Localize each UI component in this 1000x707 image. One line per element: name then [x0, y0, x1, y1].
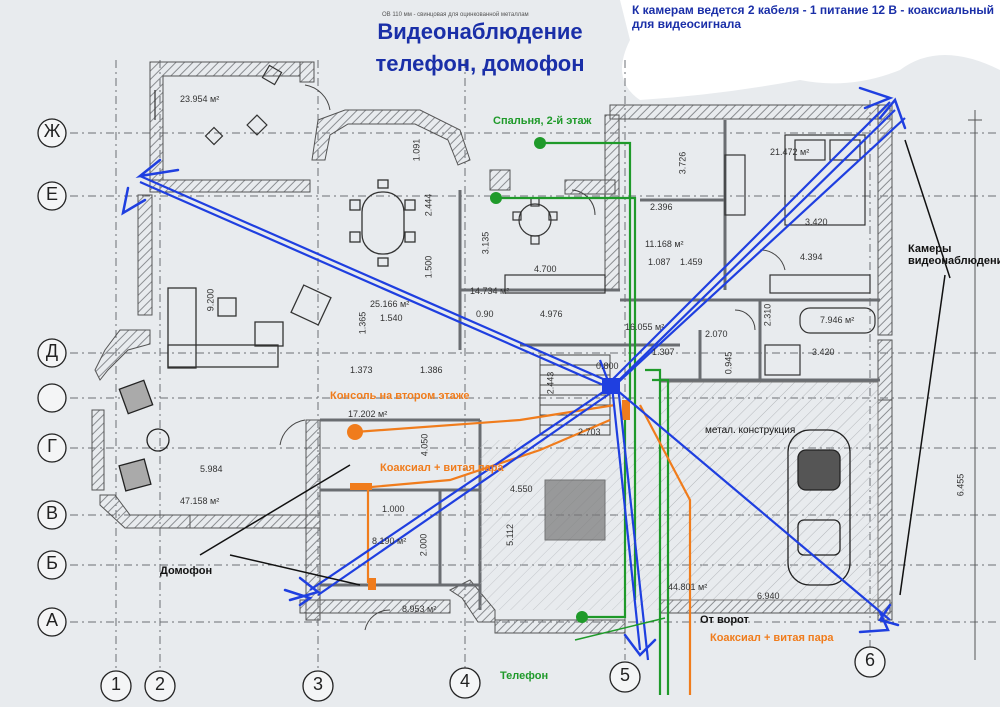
green-dots [490, 137, 588, 623]
dim-label: 1.087 [648, 257, 671, 267]
col-label-2: 2 [154, 674, 165, 694]
area-label: 16.055 м² [625, 322, 665, 332]
camera-lines [139, 101, 906, 661]
title-line-2: телефон, домофон [375, 51, 585, 76]
area-label: 44.801 м² [668, 582, 708, 592]
dim-label: 3.420 [812, 347, 835, 357]
dim-label: 2.396 [650, 202, 673, 212]
col-label-1: 1 [110, 674, 121, 694]
dim-label: 4.700 [534, 264, 557, 274]
row-label-a: А [45, 610, 58, 630]
top-room-furniture [154, 64, 283, 146]
dim-label: 2.070 [705, 329, 728, 339]
intercom-label: Домофон [160, 565, 213, 577]
console-label: Консоль на втором этаже [330, 390, 470, 402]
white-patch [620, 0, 1000, 100]
dim-label: 4.050 [419, 433, 430, 457]
dim-label: 2.443 [545, 371, 556, 395]
cameras-label: Камеры видеонаблюдения [908, 243, 1000, 268]
area-label: 21.472 м² [770, 147, 810, 157]
small-caption: ОВ 110 мм - свинцовая для оцинкованной м… [382, 12, 529, 18]
orange-marks [347, 400, 630, 590]
area-label: 7.946 м² [820, 315, 855, 325]
dim-label: 1.365 [357, 311, 368, 335]
dim-label: 3.726 [677, 151, 688, 175]
dim-label: 4.550 [510, 484, 533, 494]
metal-label: метал. конструкция [705, 425, 796, 436]
area-label: 25.166 м² [370, 299, 410, 309]
dim-label: 2.310 [762, 303, 773, 327]
garage-area [659, 381, 879, 601]
doors [279, 84, 786, 631]
dim-label: 5.112 [504, 524, 515, 546]
dim-label: 1.000 [382, 504, 405, 514]
dimension-lines [968, 110, 982, 660]
title-line-1: Видеонаблюдение [377, 19, 583, 44]
area-label: 47.158 м² [180, 496, 220, 506]
kitchen-table [504, 197, 606, 294]
bedroom-furniture [724, 134, 876, 376]
dim-label: 3.420 [805, 217, 828, 227]
note-line-1: К камерам ведется 2 кабеля - 1 питание 1… [632, 3, 995, 17]
walls [91, 61, 893, 634]
dim-label: 9.200 [205, 288, 216, 312]
col-label-5: 5 [619, 665, 630, 685]
area-label: 11.168 м² [645, 239, 684, 249]
row-label-e: Е [45, 184, 58, 204]
armchairs [118, 379, 170, 492]
dim-label: 6.940 [757, 591, 780, 601]
row-circles [37, 118, 67, 637]
row-label-d: Д [45, 341, 59, 361]
dim-label: 0.90 [476, 309, 494, 319]
dim-label: 1.500 [423, 255, 434, 279]
col-label-3: 3 [312, 674, 323, 694]
dim-label: 6.455 [955, 473, 966, 497]
row-label-b: Б [46, 553, 58, 573]
bedroom-label: Спальня, 2-й этаж [493, 115, 592, 127]
coax-label-bottom: Коаксиал + витая пара [710, 632, 834, 644]
col-circles [100, 646, 886, 702]
dim-label: 1.373 [350, 365, 373, 375]
annotation-arrows [199, 139, 951, 641]
dim-label: 2.000 [418, 533, 429, 557]
col-label-4: 4 [459, 671, 470, 691]
dim-label: 1.459 [680, 257, 703, 267]
dim-label: 2.444 [423, 193, 434, 217]
gate-label: От ворот [700, 614, 749, 626]
col-label-6: 6 [864, 650, 875, 670]
coax-label-mid: Коаксиал + витая пара [380, 462, 504, 474]
dining-table [349, 179, 416, 267]
area-label: 8.190 м² [372, 536, 407, 546]
area-label: 17.202 м² [348, 409, 388, 419]
dim-label: 4.976 [540, 309, 563, 319]
dim-label: 1.386 [420, 365, 443, 375]
area-label: 14.734 м² [470, 286, 510, 296]
row-label-zh: Ж [43, 121, 61, 141]
dim-label: 0.945 [723, 351, 734, 375]
camera-arrows [121, 86, 907, 657]
sofa [167, 284, 332, 369]
area-label: 23.954 м² [180, 94, 220, 104]
junction-box [602, 378, 620, 394]
area-label: 8.953 м² [402, 604, 437, 614]
green-cables [496, 141, 670, 695]
row-label-g: Г [47, 436, 57, 456]
dim-label: 1.091 [411, 138, 422, 162]
dim-label: 1.540 [380, 313, 403, 323]
dim-label: 2.703 [578, 427, 601, 437]
dim-label: 3.135 [480, 231, 491, 255]
phone-label: Телефон [500, 670, 549, 682]
row-label-v: В [45, 503, 58, 523]
dim-label: 1.307 [652, 347, 675, 357]
dim-label: 5.984 [200, 464, 223, 474]
car [787, 429, 851, 586]
dim-label: 4.394 [800, 252, 823, 262]
note-line-2: для видеосигнала [632, 17, 742, 31]
dim-label: 0.800 [596, 361, 619, 371]
